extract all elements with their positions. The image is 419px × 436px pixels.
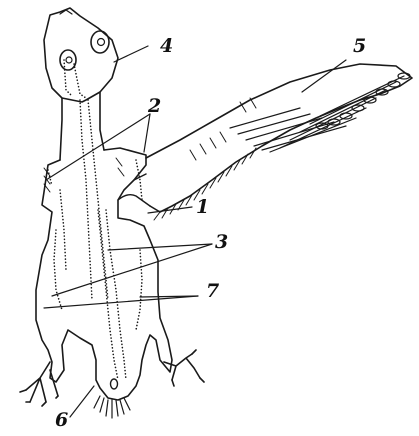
label-2: 2 <box>148 97 161 116</box>
label-3: 3 <box>215 233 228 252</box>
bird-head <box>44 8 118 102</box>
bird-eye-right <box>91 31 109 53</box>
leader-3b <box>52 244 212 296</box>
label-6: 6 <box>55 411 68 430</box>
label-5: 5 <box>353 37 366 56</box>
label-1: 1 <box>196 198 209 217</box>
bird-legs <box>20 350 204 406</box>
label-4: 4 <box>160 37 173 56</box>
bird-eye <box>60 50 76 70</box>
leader-6 <box>70 386 94 417</box>
bird-body <box>36 148 172 400</box>
leader-2b <box>144 114 150 152</box>
label-7: 7 <box>206 282 219 301</box>
leader-7b <box>44 296 198 308</box>
leader-4 <box>114 46 148 62</box>
